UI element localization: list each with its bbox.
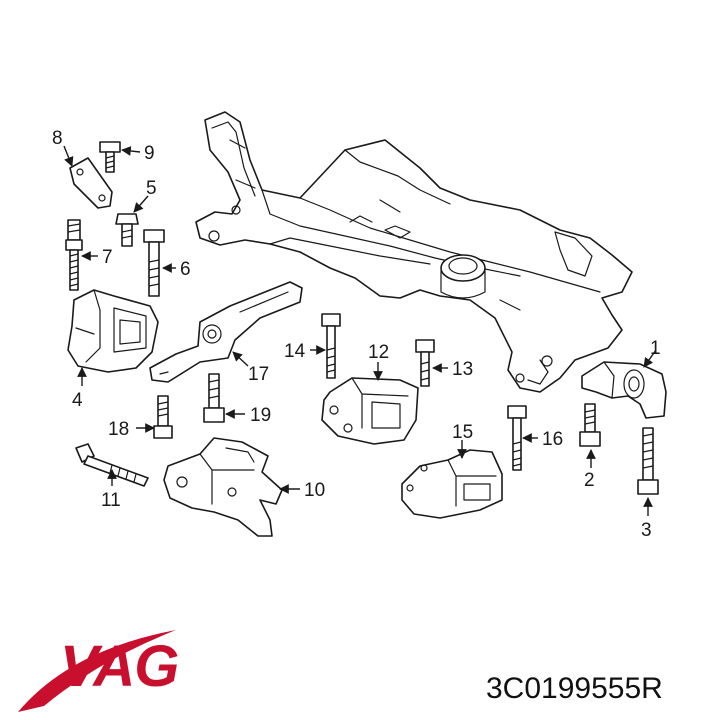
bolt-part-3 [637,427,659,495]
callout-labels: 1 2 3 4 5 6 7 8 9 10 11 12 13 14 15 16 1… [52,128,661,541]
leader-8 [63,145,74,167]
leader-1 [643,349,657,368]
logo-text: VAG [60,634,178,699]
callout-6: 6 [180,259,191,280]
bolt-part-2 [579,403,601,447]
callout-3: 3 [641,520,652,541]
bracket-part-10 [163,437,283,537]
part-number: 3C0199555R [486,672,663,705]
mount-part-4 [67,289,159,373]
bolt-part-19 [203,373,225,423]
mount-part-12 [321,377,419,445]
leader-lines [63,145,657,516]
callout-12: 12 [368,342,389,363]
callout-4: 4 [72,390,83,411]
callout-13: 13 [452,359,473,380]
callout-1: 1 [650,338,661,359]
callout-18: 18 [108,419,129,440]
bolt-part-6 [143,229,165,297]
callout-8: 8 [52,128,63,149]
leader-9 [121,146,141,156]
bracket-part-8 [69,157,113,209]
vag-logo: VAG [18,630,179,712]
bolt-part-9 [99,141,121,173]
logo-swoosh [18,630,176,712]
bolt-part-16 [507,405,527,471]
bolt-part-5 [115,213,139,247]
callout-7: 7 [102,247,113,268]
subframe [195,111,633,393]
callout-2: 2 [584,470,595,491]
callout-16: 16 [542,429,563,450]
bolt-part-14 [321,313,341,379]
callout-9: 9 [144,143,155,164]
bolt-part-13 [415,339,435,387]
callout-17: 17 [248,364,269,385]
callout-15: 15 [452,422,473,443]
mount-part-15 [401,449,503,519]
callout-10: 10 [304,480,325,501]
bracket-part-1 [581,361,667,419]
callout-11: 11 [101,490,121,511]
bolt-part-18 [153,395,173,439]
stud-part-7 [65,219,83,291]
callout-14: 14 [284,341,306,362]
leader-5 [133,195,149,213]
callout-5: 5 [146,178,157,199]
leader-17 [232,351,249,367]
torque-arm-part-17 [149,281,303,383]
callout-19: 19 [250,405,271,426]
